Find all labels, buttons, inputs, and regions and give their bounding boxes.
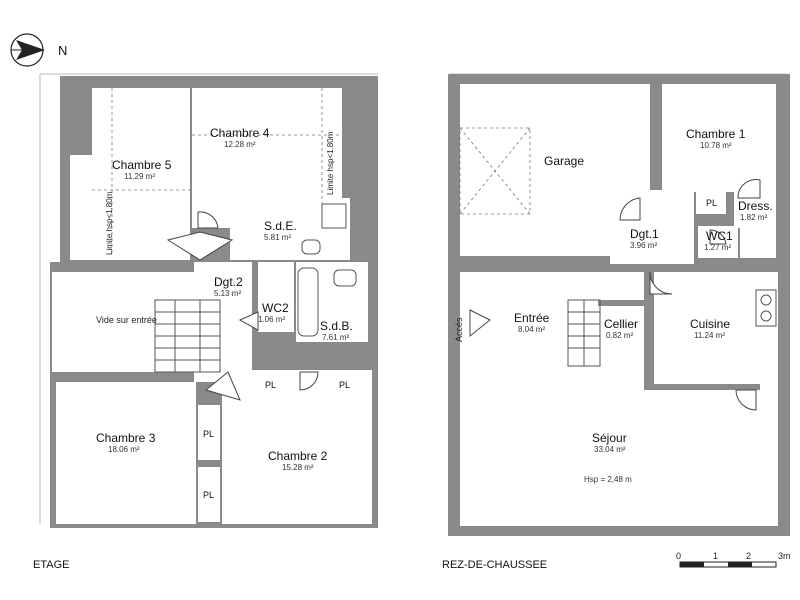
rdc-caption: REZ-DE-CHAUSSEE: [442, 559, 547, 571]
chambre1-area: 10.78 m²: [700, 141, 732, 150]
sink-icon: [301, 239, 321, 255]
stairs-etage: [154, 299, 221, 373]
door-icon: [619, 197, 641, 221]
sink-icon: [333, 269, 357, 287]
sejour-note: Hsp = 2,48 m: [584, 475, 632, 484]
cuisine-name: Cuisine: [690, 317, 730, 331]
bathtub-icon: [297, 267, 319, 337]
room-vide: [52, 272, 222, 372]
cellier-name: Cellier: [604, 317, 638, 331]
compass: N: [10, 33, 67, 67]
entree-area: 8.04 m²: [518, 325, 545, 334]
scale-tick: 1: [713, 551, 718, 561]
chambre4-name: Chambre 4: [210, 126, 270, 140]
wc2-name: WC2: [262, 301, 289, 315]
room-dgt1: [610, 190, 694, 264]
dress-area: 1.82 m²: [740, 213, 767, 222]
scale-bar: 0 1 2 3m: [676, 551, 791, 568]
wc2-area: 1.06 m²: [258, 315, 285, 324]
door-icon: [469, 309, 491, 338]
limit-label: Limite hsp<1.80m: [326, 131, 335, 195]
closet-label: PL: [339, 380, 350, 390]
door-icon: [197, 211, 219, 229]
dgt1-name: Dgt.1: [630, 227, 659, 241]
shower-icon: [321, 203, 347, 229]
kitchen-sink-icon: [755, 289, 777, 327]
chambre5-name: Chambre 5: [112, 158, 172, 172]
door-icon: [737, 179, 761, 199]
entree-name: Entrée: [514, 311, 550, 325]
chambre3-area: 18.06 m²: [108, 445, 140, 454]
compass-north-label: N: [58, 43, 67, 58]
dgt1-area: 3.96 m²: [630, 241, 657, 250]
etage-plan: Chambre 5 11.29 m² Chambre 4 12.28 m² S.…: [33, 73, 378, 571]
sejour-name: Séjour: [592, 431, 627, 445]
room-chambre1: [662, 84, 776, 192]
door-icon: [238, 311, 259, 331]
door-icon: [166, 231, 234, 261]
rdc-plan: Garage Chambre 1 10.78 m² Dress. 1.82 m²…: [442, 73, 790, 571]
dgt2-area: 5.13 m²: [214, 289, 241, 298]
garage-name: Garage: [544, 154, 584, 168]
wc1-area: 1.27 m²: [704, 243, 731, 252]
closet-label: PL: [706, 198, 717, 208]
room-chambre5: [92, 88, 190, 260]
door-icon: [649, 271, 673, 295]
door-icon: [299, 371, 319, 391]
closet-label: PL: [203, 490, 214, 500]
chambre2-name: Chambre 2: [268, 449, 328, 463]
scale-tick: 0: [676, 551, 681, 561]
room-chambre3: [56, 382, 196, 524]
acces-label: Accès: [454, 317, 464, 342]
north-arrow-icon: [16, 40, 45, 60]
chambre2-area: 15.28 m²: [282, 463, 314, 472]
sdb-name: S.d.B.: [320, 319, 353, 333]
sdb-area: 7.61 m²: [322, 333, 349, 342]
closet-label: PL: [265, 380, 276, 390]
sde-area: 5.81 m²: [264, 233, 291, 242]
chambre4-area: 12.28 m²: [224, 140, 256, 149]
sejour-area: 33.04 m²: [594, 445, 626, 454]
room-wc2: [258, 262, 294, 332]
chambre5-area: 11.29 m²: [124, 172, 155, 181]
door-icon: [204, 371, 241, 401]
sde-name: S.d.E.: [264, 219, 297, 233]
closet-label: PL: [203, 429, 214, 439]
dgt2-name: Dgt.2: [214, 275, 243, 289]
scale-tick: 2: [746, 551, 751, 561]
chambre3-name: Chambre 3: [96, 431, 156, 445]
limit-label: Limite hsp<1.80m: [105, 191, 114, 255]
door-icon: [735, 389, 757, 411]
wc1-name: WC1: [706, 229, 733, 243]
stairs-rdc: [567, 299, 601, 367]
room-cellier: [600, 306, 644, 366]
door-icon: [709, 229, 727, 245]
cellier-area: 0.82 m²: [606, 331, 633, 340]
vide-label: Vide sur entrée: [96, 315, 157, 325]
chambre1-name: Chambre 1: [686, 127, 746, 141]
scale-tick: 3m: [778, 551, 791, 561]
dress-name: Dress.: [738, 199, 773, 213]
cuisine-area: 11.24 m²: [694, 331, 725, 340]
etage-caption: ETAGE: [33, 559, 69, 571]
room-sde: [230, 198, 350, 260]
